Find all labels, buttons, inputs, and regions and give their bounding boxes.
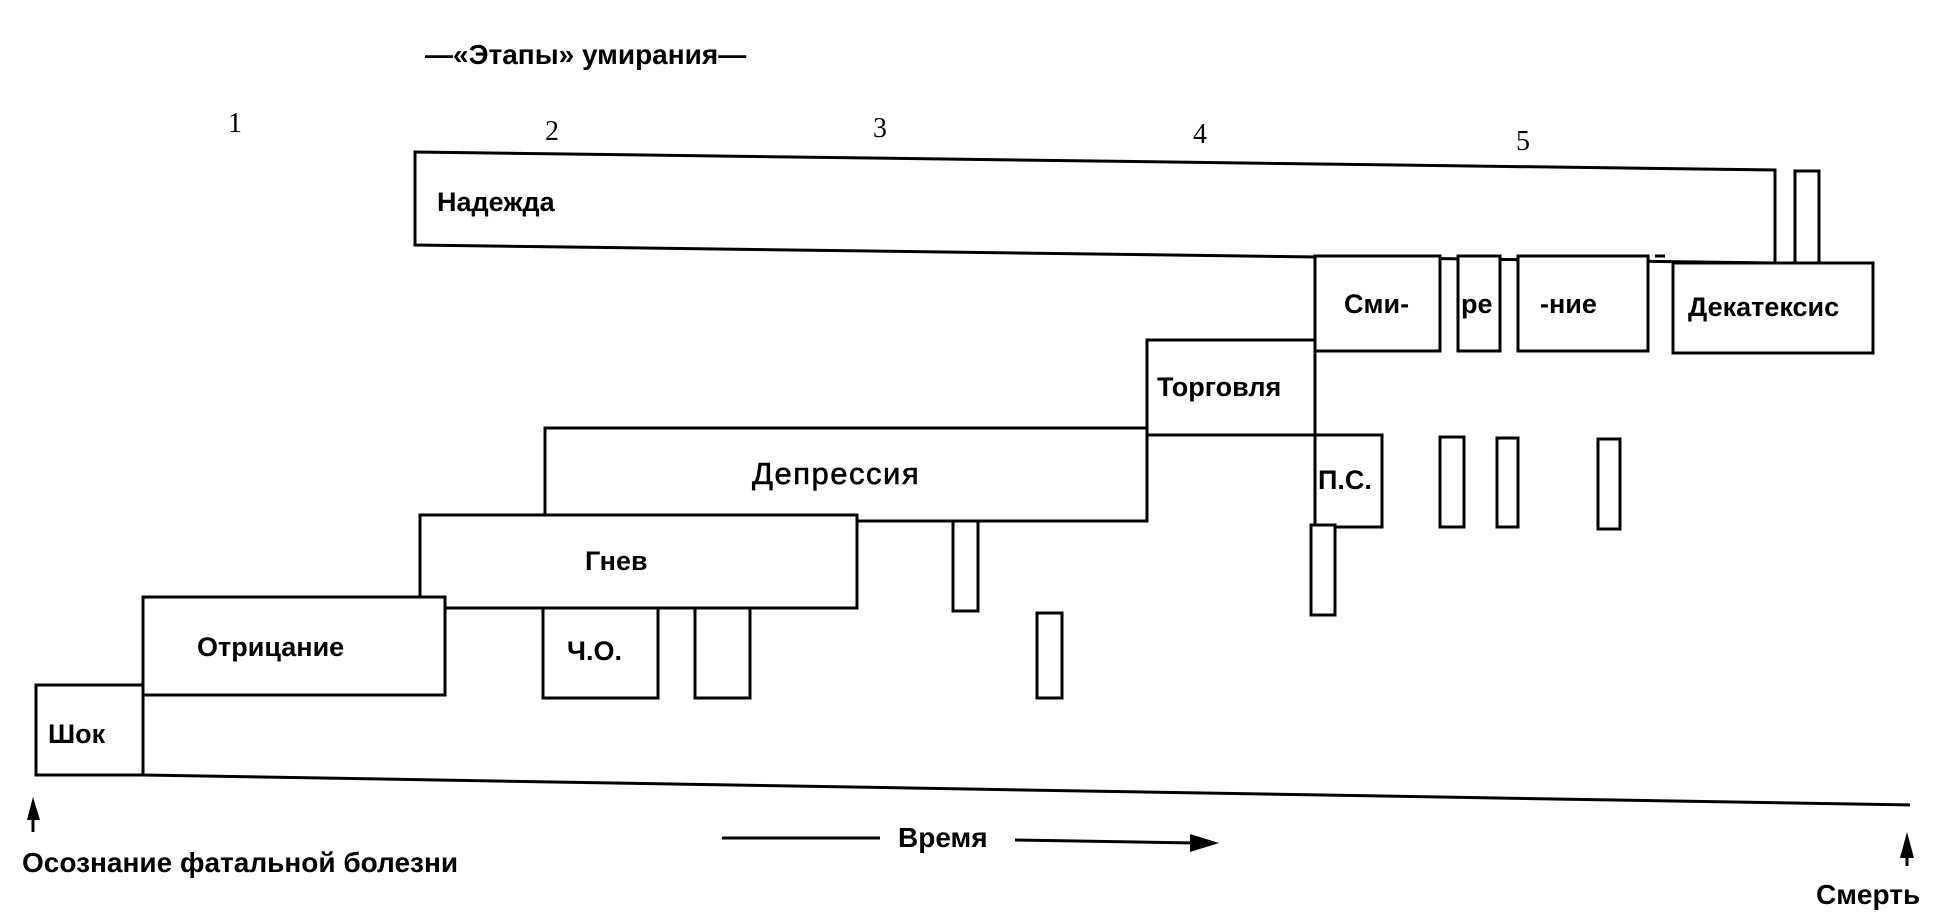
label-decathexis: Декатексис bbox=[1688, 292, 1839, 322]
bar-5b bbox=[1495, 436, 1520, 529]
box-preparatory-grief bbox=[1313, 433, 1384, 529]
end-label: Смерть bbox=[1816, 879, 1920, 910]
box-shock bbox=[34, 683, 145, 777]
box-decathexis bbox=[1671, 261, 1875, 355]
label-bargaining: Торговля bbox=[1157, 372, 1281, 402]
box-depression bbox=[543, 426, 1149, 523]
stage-number-4: 4 bbox=[1193, 119, 1207, 150]
label-anger: Гнев bbox=[585, 546, 648, 576]
time-arrow-head-icon bbox=[1190, 834, 1219, 852]
label-denial: Отрицание bbox=[197, 632, 344, 662]
stage-number-5: 5 bbox=[1516, 126, 1530, 157]
label-shock: Шок bbox=[48, 719, 106, 749]
stage-number-1: 1 bbox=[228, 108, 242, 139]
bar-3b bbox=[1035, 611, 1064, 700]
label-hope: Надежда bbox=[437, 187, 556, 217]
box-acceptance-2 bbox=[1456, 254, 1502, 353]
bar-3 bbox=[951, 519, 980, 613]
label-partial-denial: Ч.О. bbox=[567, 636, 622, 666]
start-label: Осознание фатальной болезни bbox=[22, 847, 458, 878]
label-acceptance-3: -ние bbox=[1540, 289, 1597, 319]
box-anger bbox=[418, 513, 859, 610]
diagram-title: —«Этапы» умирания— bbox=[425, 39, 746, 70]
bar-4 bbox=[1309, 523, 1337, 617]
label-depression: Депрессия bbox=[752, 456, 920, 491]
time-label: Время bbox=[898, 822, 988, 853]
bar-5a bbox=[1438, 435, 1466, 529]
stage-number-3: 3 bbox=[873, 113, 887, 144]
time-baseline bbox=[36, 773, 1911, 807]
box-hope bbox=[413, 150, 1777, 265]
label-preparatory-grief: П.С. bbox=[1318, 465, 1372, 495]
time-arrow-right-line bbox=[1014, 838, 1196, 845]
hope-tail-bar bbox=[1793, 169, 1821, 265]
box-acceptance-1 bbox=[1313, 254, 1442, 353]
box-partial-denial bbox=[541, 606, 660, 700]
bar-5c bbox=[1596, 437, 1622, 531]
stage-number-2: 2 bbox=[545, 116, 559, 147]
box-acceptance-3 bbox=[1516, 254, 1650, 353]
label-acceptance-2: ре bbox=[1461, 289, 1493, 319]
box-denial bbox=[141, 595, 447, 697]
box-bargaining bbox=[1145, 338, 1317, 437]
label-acceptance-1: Сми- bbox=[1344, 289, 1409, 319]
bar-2 bbox=[693, 606, 752, 700]
